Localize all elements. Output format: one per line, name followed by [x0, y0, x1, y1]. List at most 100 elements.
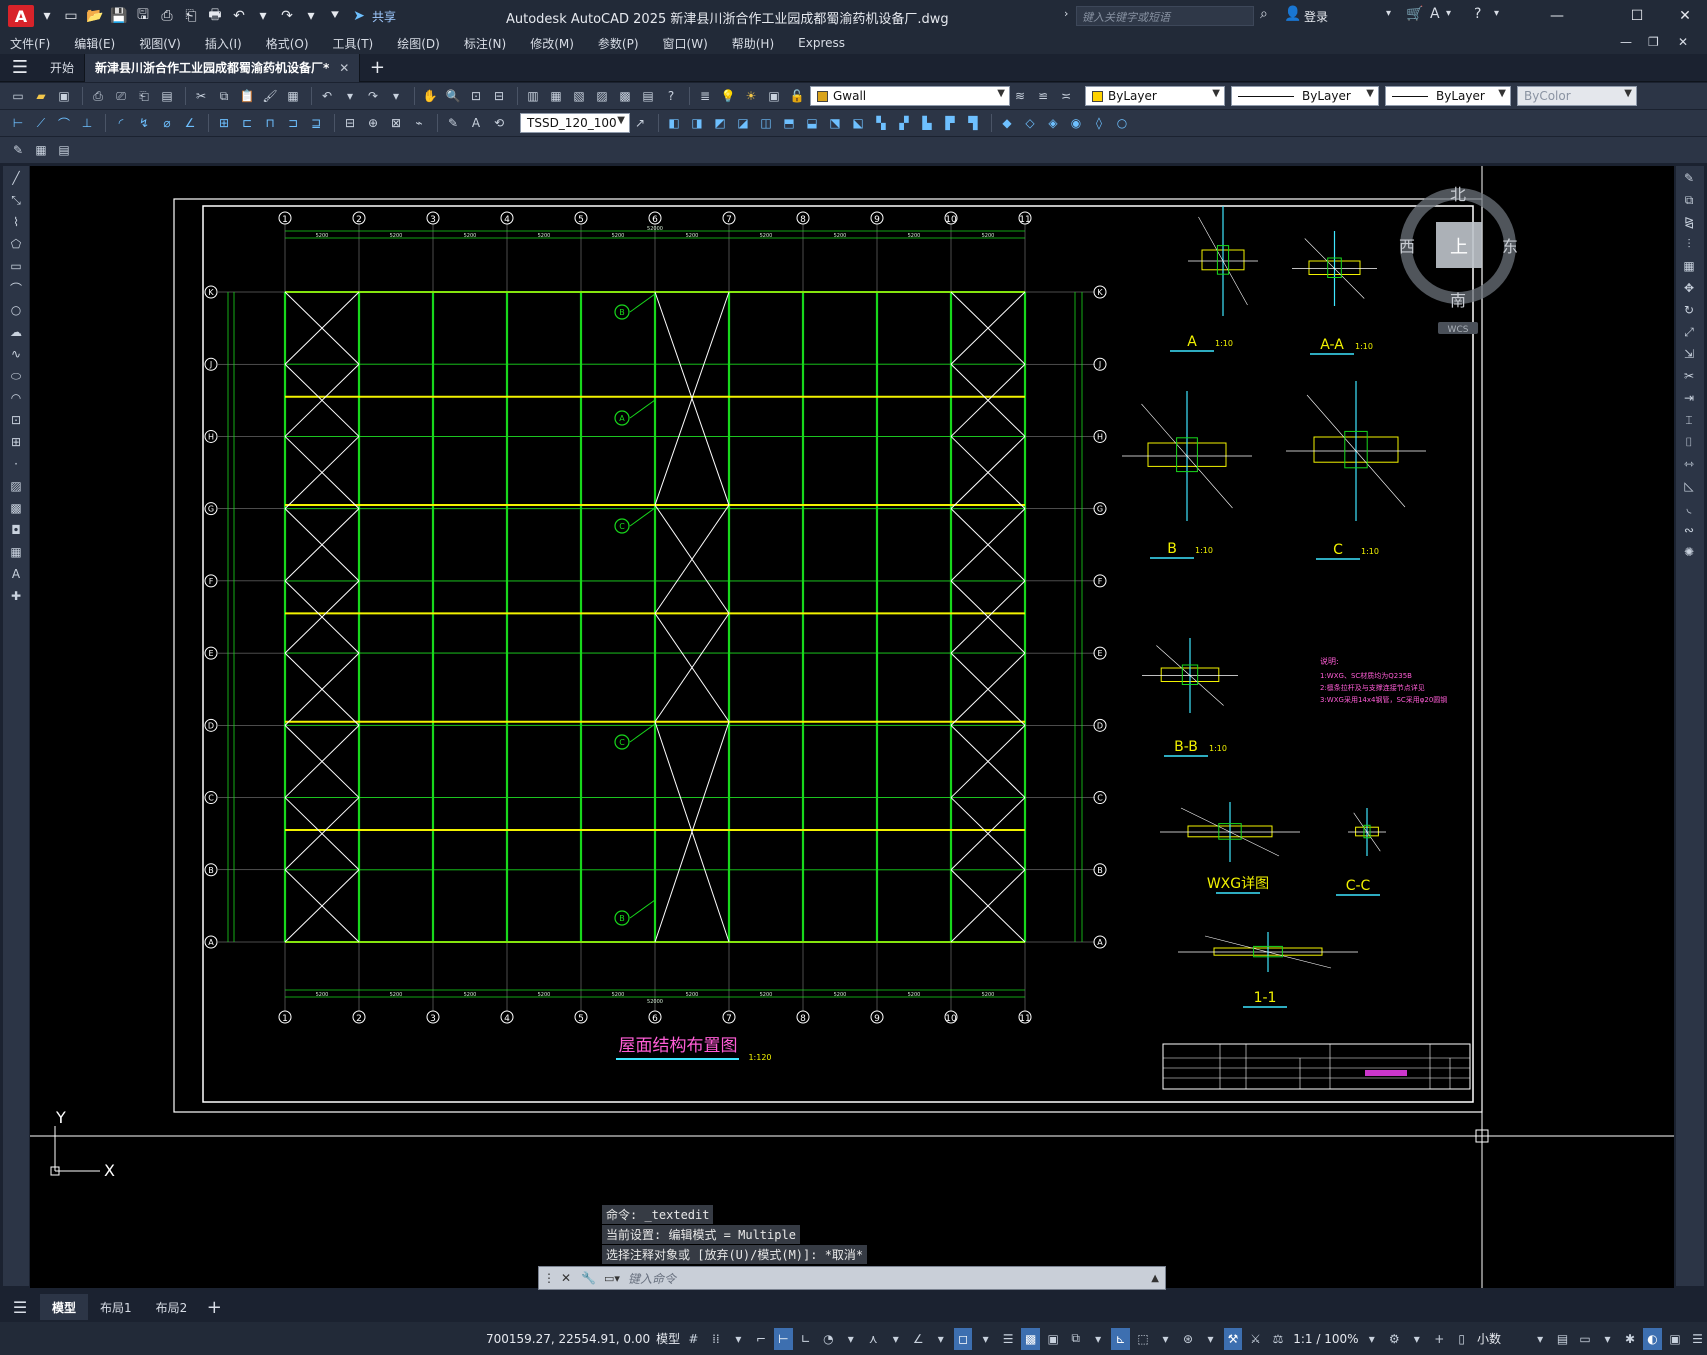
polyline-icon[interactable]: ⌇: [13, 215, 19, 229]
zoom-previous-icon[interactable]: ⊟: [493, 89, 505, 103]
annotation-scale-icon[interactable]: ⚖: [1272, 1331, 1284, 1346]
ucs-world-icon[interactable]: ◨: [691, 116, 703, 130]
spline-icon[interactable]: ∿: [10, 347, 22, 361]
ucs-3point-icon[interactable]: ⬕: [852, 116, 864, 130]
object-snap-icon[interactable]: ◻: [953, 1327, 973, 1350]
share-label[interactable]: 共享: [372, 9, 397, 24]
infer-constraints-icon[interactable]: ⌐: [755, 1331, 766, 1346]
gizmo-dropdown-icon[interactable]: ▾: [1207, 1331, 1214, 1346]
lineweight-icon[interactable]: ☰: [1002, 1331, 1014, 1346]
minimize-button[interactable]: —: [1550, 8, 1564, 24]
menu-window[interactable]: 窗口(W): [662, 36, 708, 51]
layer-lock-icon[interactable]: 🔓: [789, 89, 805, 103]
autodesk-app-icon[interactable]: A: [1430, 6, 1440, 22]
dimstyle-combo[interactable]: TSSD_120_100 ▼: [520, 113, 630, 133]
tool-palettes-icon[interactable]: ▧: [573, 89, 585, 103]
open-icon[interactable]: ▰: [36, 89, 46, 103]
redo-dropdown-icon[interactable]: ▾: [392, 89, 400, 103]
doc-close-button[interactable]: ✕: [1678, 35, 1689, 49]
dim-space-icon[interactable]: ⊐: [287, 116, 299, 130]
annotation-monitor-icon[interactable]: +: [1434, 1331, 1445, 1346]
publish-icon[interactable]: ⎙: [161, 8, 173, 24]
explode-icon[interactable]: ✺: [1683, 545, 1695, 559]
tab-model[interactable]: 模型: [40, 1294, 89, 1320]
layer-match-icon[interactable]: ≌: [1037, 89, 1049, 103]
viewcube[interactable]: 上 北 南 东 西 WCS: [1399, 185, 1518, 335]
customize-status-icon[interactable]: ☰: [1692, 1331, 1703, 1346]
units-dropdown-icon[interactable]: ▾: [1537, 1331, 1544, 1346]
ucs-previous-icon[interactable]: ◩: [714, 116, 726, 130]
menu-insert[interactable]: 插入(I): [204, 36, 242, 51]
view-top-icon[interactable]: ◆: [1002, 116, 1012, 130]
annotation-visibility-icon[interactable]: ⚒: [1223, 1327, 1243, 1350]
jogged-linear-icon[interactable]: ⌁: [415, 116, 423, 130]
tab-active-drawing[interactable]: 新津县川浙合作工业园成都蜀渝药机设备厂* ✕: [85, 53, 361, 82]
selection-filter-dropdown-icon[interactable]: ▾: [1162, 1331, 1169, 1346]
polar-dropdown-icon[interactable]: ▾: [847, 1331, 854, 1346]
search-icon[interactable]: ⌕: [1260, 6, 1268, 22]
ucs-named-icon[interactable]: ▜: [968, 116, 978, 130]
autocad-logo-button[interactable]: A: [8, 5, 34, 27]
quick-dim-icon[interactable]: ⊞: [218, 116, 230, 130]
rectangle-icon[interactable]: ▭: [10, 259, 22, 273]
tolerance-icon[interactable]: ⊟: [344, 116, 356, 130]
menu-modify[interactable]: 修改(M): [530, 36, 574, 51]
cut-icon[interactable]: ✂: [195, 89, 207, 103]
offset-icon[interactable]: ⫶: [1687, 236, 1691, 251]
trim-icon[interactable]: ✂: [1683, 369, 1695, 383]
blend-icon[interactable]: ∾: [1683, 523, 1695, 537]
command-close-icon[interactable]: ✕: [561, 1271, 572, 1285]
command-recent-icon[interactable]: ▭▾: [604, 1271, 620, 1285]
object-snap-dropdown-icon[interactable]: ▾: [937, 1331, 944, 1346]
command-history-toggle-icon[interactable]: ▲: [1151, 1272, 1159, 1284]
menu-help[interactable]: 帮助(H): [731, 36, 775, 51]
extend-icon[interactable]: ⇥: [1683, 391, 1695, 405]
command-input[interactable]: 键入命令: [627, 1271, 676, 1286]
dim-angular-icon[interactable]: ∠: [184, 116, 196, 130]
dim-continue-icon[interactable]: ⊓: [265, 116, 275, 130]
add-layout-icon[interactable]: +: [206, 1296, 222, 1318]
tab-layout1[interactable]: 布局1: [88, 1294, 144, 1320]
expand-arrow-icon[interactable]: ›: [1064, 7, 1069, 20]
object-snap-tracking-icon[interactable]: ∠: [912, 1331, 924, 1346]
annotation-scale-value[interactable]: 1:1 / 100%: [1293, 1331, 1359, 1346]
break-icon[interactable]: ⌷: [1685, 434, 1693, 449]
viewcube-west-label[interactable]: 西: [1399, 237, 1415, 256]
circle-icon[interactable]: ○: [10, 303, 22, 317]
isolate-objects-icon[interactable]: ✱: [1625, 1331, 1636, 1346]
menu-view[interactable]: 视图(V): [139, 36, 181, 51]
markup-icon[interactable]: ▤: [58, 143, 70, 157]
ucs-x-icon[interactable]: ▚: [876, 116, 886, 130]
save-as-icon[interactable]: 🖫: [137, 7, 149, 23]
pan-icon[interactable]: ✋: [422, 89, 438, 103]
scale-icon[interactable]: ⤢: [1684, 324, 1694, 339]
redo-dropdown-icon[interactable]: ▾: [307, 8, 315, 24]
login-dropdown-icon[interactable]: ▾: [1386, 8, 1392, 19]
array-icon[interactable]: ▦: [1683, 259, 1695, 273]
search-input[interactable]: 键入关键字或短语: [1076, 6, 1254, 26]
ucs-view-icon[interactable]: ⬒: [783, 116, 795, 130]
ucs-face-icon[interactable]: ◪: [737, 116, 749, 130]
layer-properties-icon[interactable]: ≣: [699, 89, 711, 103]
plotstyle-combo[interactable]: ByColor ▼: [1517, 86, 1637, 106]
help-icon[interactable]: ?: [667, 89, 675, 103]
doc-restore-button[interactable]: ❐: [1648, 35, 1659, 49]
undo-dropdown-icon[interactable]: ▾: [346, 89, 354, 103]
snap-icon[interactable]: ⁞⁞: [712, 1331, 720, 1346]
layer-freeze-icon[interactable]: ☀: [745, 89, 757, 103]
arc-icon[interactable]: ⌒: [9, 281, 22, 296]
app-menu-chevron-icon[interactable]: ▾: [43, 8, 51, 24]
dynamic-ucs-icon[interactable]: ⊾: [1111, 1327, 1130, 1350]
plot-icon[interactable]: ⎙: [93, 88, 103, 103]
dim-baseline-icon[interactable]: ⊏: [241, 116, 253, 130]
inspect-icon[interactable]: ⊠: [390, 116, 402, 130]
layer-previous-icon[interactable]: ≋: [1014, 89, 1026, 103]
app-dropdown-icon[interactable]: ▾: [1446, 8, 1452, 19]
plot-preview-icon[interactable]: ⎚: [116, 88, 126, 103]
object-snap-menu-icon[interactable]: ▾: [982, 1331, 989, 1346]
view-bottom-icon[interactable]: ◇: [1025, 116, 1035, 130]
construction-line-icon[interactable]: ⤡: [11, 192, 21, 207]
view-front-icon[interactable]: ◊: [1096, 116, 1102, 130]
quick-properties-icon[interactable]: ▤: [1556, 1331, 1569, 1346]
